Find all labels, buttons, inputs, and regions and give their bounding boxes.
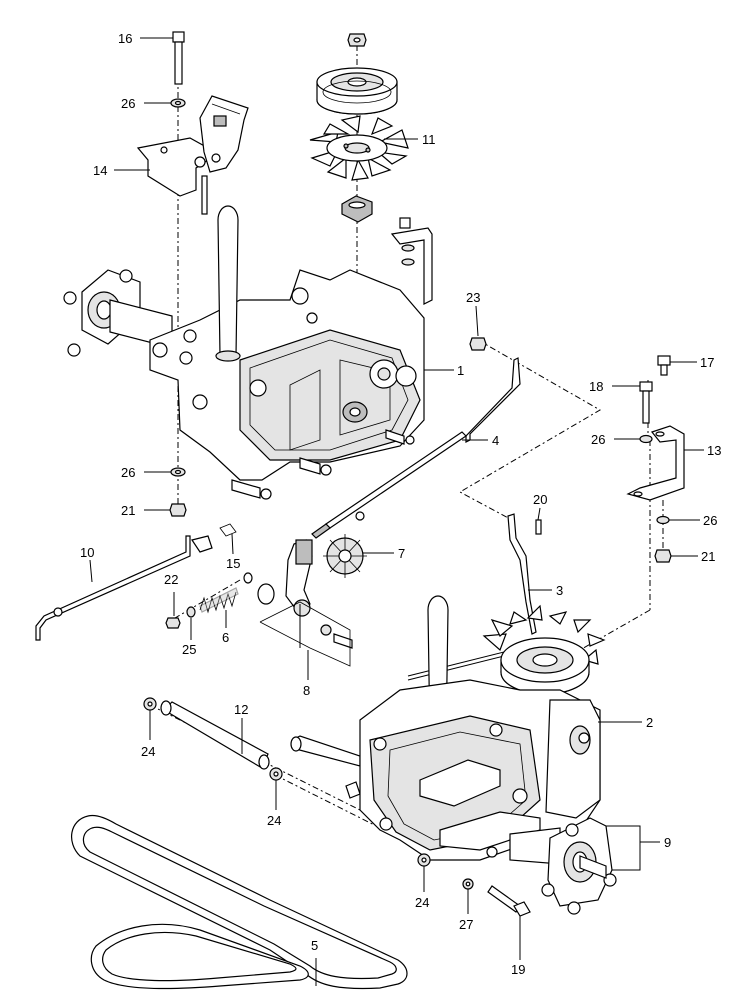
callout-15: 15 bbox=[226, 556, 240, 571]
callout-24-c: 24 bbox=[415, 895, 429, 910]
callout-25: 25 bbox=[182, 642, 196, 657]
sprocket-7 bbox=[323, 534, 367, 578]
bracket-right-top bbox=[390, 217, 433, 305]
callout-4: 4 bbox=[492, 433, 499, 448]
rod-3 bbox=[507, 513, 537, 635]
transaxle-1 bbox=[63, 205, 425, 500]
callout-26-right-a: 26 bbox=[591, 432, 605, 447]
pulley bbox=[316, 67, 398, 115]
callout-26-right-b: 26 bbox=[703, 513, 717, 528]
callout-22: 22 bbox=[164, 572, 178, 587]
callout-24-a: 24 bbox=[141, 744, 155, 759]
leader-lines bbox=[89, 37, 704, 986]
callout-13: 13 bbox=[707, 443, 721, 458]
callout-7: 7 bbox=[398, 546, 405, 561]
callout-18: 18 bbox=[589, 379, 603, 394]
callout-10: 10 bbox=[80, 545, 94, 560]
callout-6: 6 bbox=[222, 630, 229, 645]
bolt-19 bbox=[487, 885, 531, 917]
washer-26-right-b bbox=[656, 515, 670, 525]
rod-10 bbox=[35, 535, 213, 641]
nut-21-left bbox=[169, 503, 187, 517]
pin-20 bbox=[535, 519, 542, 535]
washer-26-top bbox=[170, 98, 186, 108]
nut-21-right bbox=[654, 549, 672, 563]
callout-9: 9 bbox=[664, 835, 671, 850]
fan-hub bbox=[341, 195, 373, 223]
callout-labels: 16 26 14 11 23 1 17 18 4 26 13 26 21 20 … bbox=[80, 31, 721, 977]
callout-2: 2 bbox=[646, 715, 653, 730]
callout-27: 27 bbox=[459, 917, 473, 932]
callout-3: 3 bbox=[556, 583, 563, 598]
bracket-13 bbox=[626, 425, 685, 501]
callout-26-left: 26 bbox=[121, 465, 135, 480]
arm-assembly-8 bbox=[243, 539, 353, 667]
callout-21-left: 21 bbox=[121, 503, 135, 518]
callout-12: 12 bbox=[234, 702, 248, 717]
shaft-12 bbox=[160, 700, 270, 770]
callout-24-b: 24 bbox=[267, 813, 281, 828]
washer-26-right-a bbox=[639, 434, 653, 444]
nut-22 bbox=[165, 617, 181, 629]
washer-25 bbox=[186, 606, 196, 618]
washer-24-c bbox=[417, 853, 431, 867]
washer-24-a bbox=[143, 697, 157, 711]
callout-1: 1 bbox=[457, 363, 464, 378]
callout-20: 20 bbox=[533, 492, 547, 507]
bolt-17 bbox=[657, 355, 671, 376]
washer-24-b bbox=[269, 767, 283, 781]
nut-top bbox=[347, 33, 367, 47]
callout-23: 23 bbox=[466, 290, 480, 305]
bolt-16 bbox=[172, 31, 185, 85]
callout-26-top: 26 bbox=[121, 96, 135, 111]
callout-16: 16 bbox=[118, 31, 132, 46]
washer-27 bbox=[462, 878, 474, 890]
bracket-14 bbox=[136, 95, 249, 215]
callout-5: 5 bbox=[311, 938, 318, 953]
callout-8: 8 bbox=[303, 683, 310, 698]
clip-15 bbox=[219, 523, 237, 537]
washer-26-left bbox=[170, 467, 186, 477]
belt-5 bbox=[71, 814, 408, 990]
bolt-18 bbox=[639, 381, 653, 424]
nut-23 bbox=[469, 337, 487, 351]
callout-21-right: 21 bbox=[701, 549, 715, 564]
callout-17: 17 bbox=[700, 355, 714, 370]
callout-11: 11 bbox=[422, 132, 436, 147]
callout-19: 19 bbox=[511, 962, 525, 977]
transaxle-2 bbox=[290, 595, 617, 915]
callout-14: 14 bbox=[93, 163, 107, 178]
spring-6 bbox=[199, 587, 239, 614]
fan-11 bbox=[309, 115, 409, 181]
